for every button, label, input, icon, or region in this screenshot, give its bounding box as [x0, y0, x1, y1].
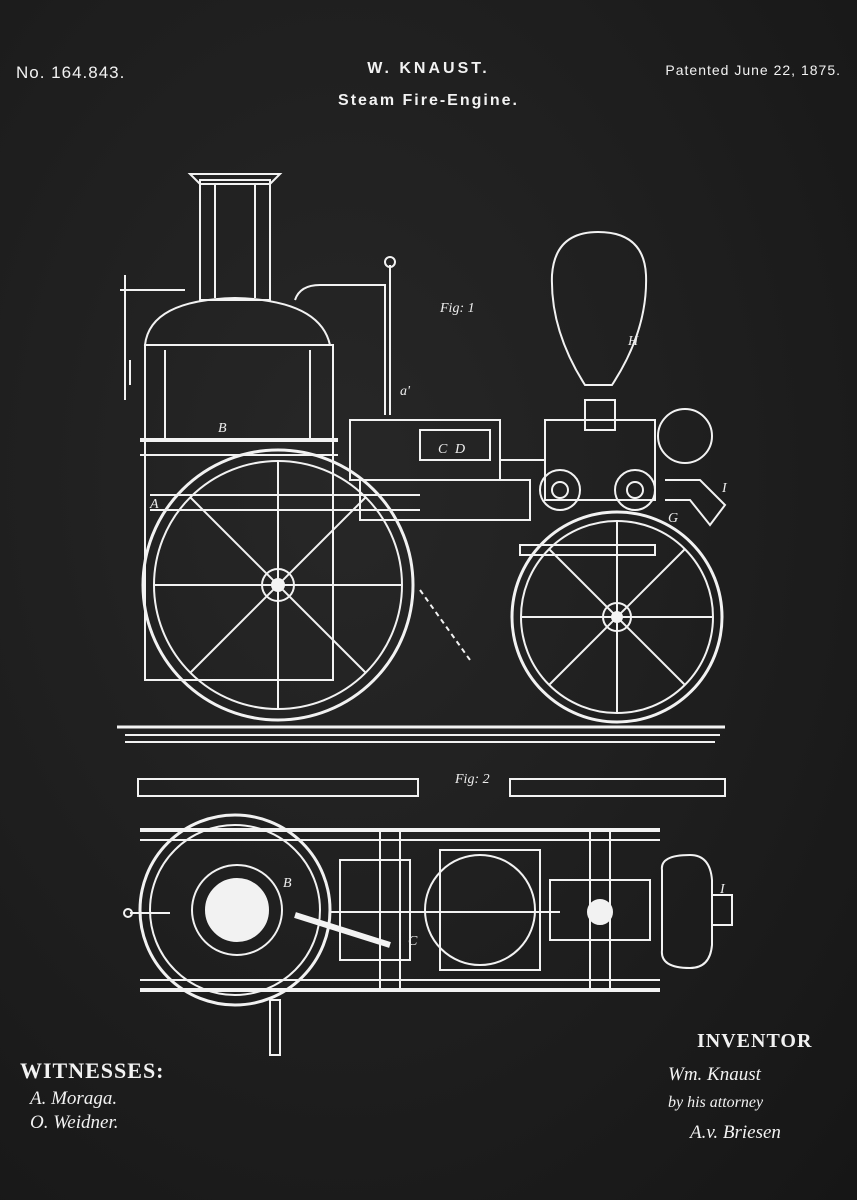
fig1-side-view — [117, 173, 727, 743]
witness-signature: A. Moraga. — [30, 1088, 118, 1109]
part-label: D — [454, 442, 465, 457]
part-label: I — [719, 882, 726, 897]
patent-number: No. 164.843. — [16, 63, 126, 82]
inventor-signature: Wm. Knaust — [668, 1064, 761, 1085]
witness-signature: O. Weidner. — [30, 1112, 119, 1133]
rear-wheel-spokes — [154, 461, 402, 709]
part-label: A — [149, 497, 159, 512]
part-label: I — [721, 481, 728, 496]
fig2-plan-view — [123, 778, 733, 1056]
front-wheel-spokes — [521, 521, 713, 713]
part-label: B — [218, 421, 227, 436]
attorney-note: by his attorney — [668, 1094, 764, 1111]
part-label: C — [408, 934, 418, 949]
part-label: G — [668, 511, 678, 526]
fig1-label: Fig: 1 — [439, 301, 475, 316]
patent-title: Steam Fire-Engine. — [338, 92, 519, 109]
part-label: a' — [400, 384, 411, 399]
part-label: C — [438, 442, 448, 457]
attorney-signature: A.v. Briesen — [690, 1122, 781, 1143]
inventor-name: W. KNAUST. — [367, 60, 490, 77]
fig2-label: Fig: 2 — [454, 772, 490, 787]
inventor-heading: INVENTOR — [697, 1030, 813, 1052]
witnesses-heading: WITNESSES: — [20, 1058, 165, 1083]
part-label: B — [283, 876, 292, 891]
patent-date: Patented June 22, 1875. — [665, 62, 841, 78]
part-label: H — [627, 334, 639, 349]
